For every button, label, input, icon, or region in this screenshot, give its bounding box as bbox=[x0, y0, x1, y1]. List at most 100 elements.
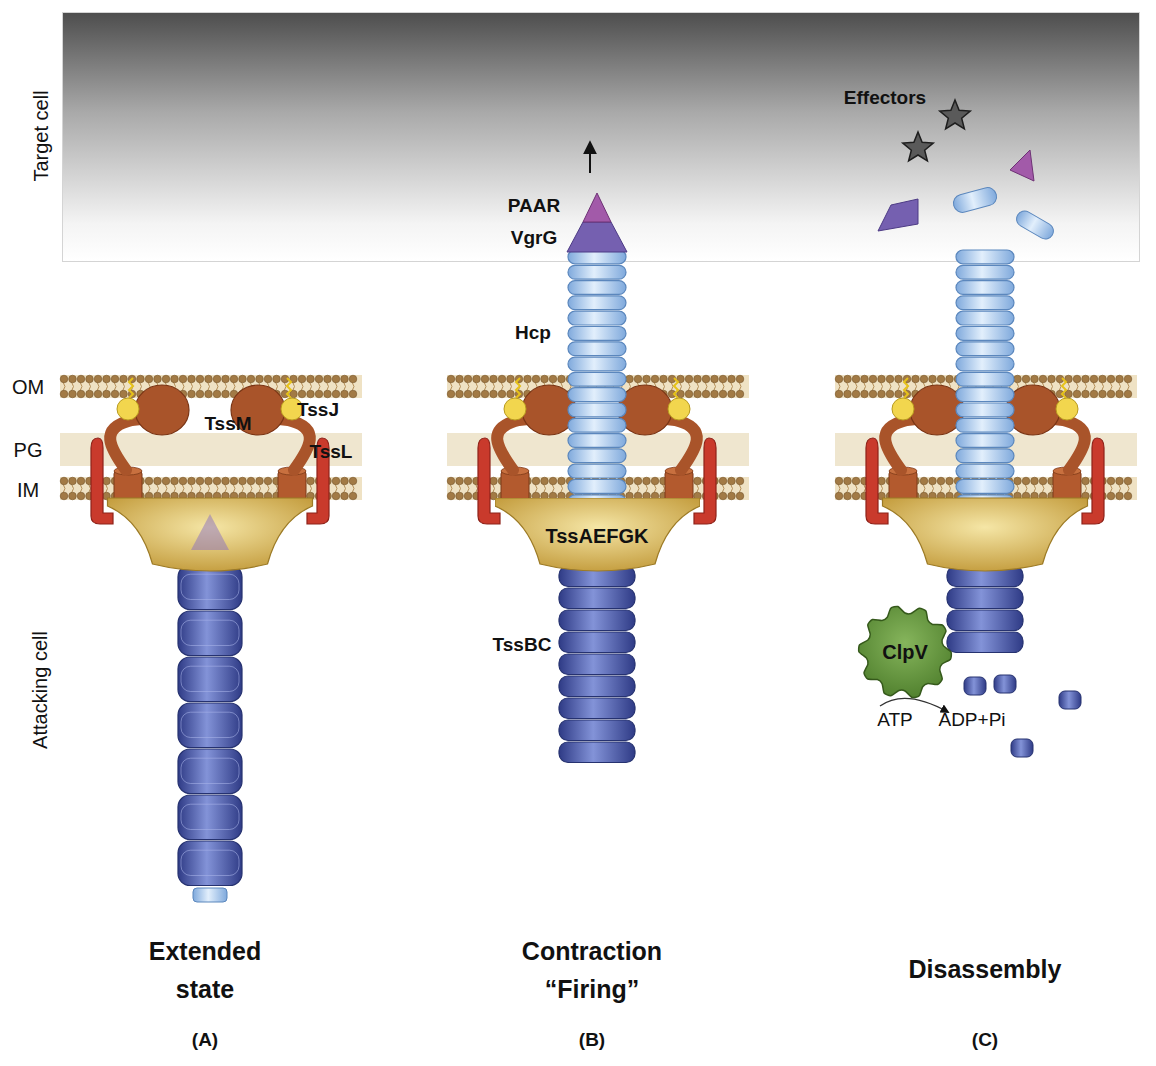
lipid-tail bbox=[629, 484, 631, 493]
lipid-head bbox=[937, 375, 945, 383]
lipid-head bbox=[852, 492, 860, 500]
hcp-ring bbox=[956, 434, 1014, 448]
lipid-tail bbox=[1110, 382, 1112, 391]
state-title: Extended state bbox=[135, 933, 275, 1008]
lipid-tail bbox=[352, 382, 354, 391]
molecule-label: ATP bbox=[877, 706, 913, 735]
lipid-tail bbox=[864, 484, 866, 493]
lipid-head bbox=[464, 390, 472, 398]
sheath-fragment bbox=[1011, 739, 1033, 757]
lipid-head bbox=[69, 375, 77, 383]
lipid-tail bbox=[552, 484, 554, 493]
lipid-head bbox=[498, 375, 506, 383]
hcp-ring bbox=[956, 480, 1014, 494]
lipid-head bbox=[264, 477, 272, 485]
lipid-head bbox=[728, 390, 736, 398]
lipid-head bbox=[1082, 477, 1090, 485]
lipid-tail bbox=[1076, 382, 1078, 391]
lipid-head bbox=[69, 492, 77, 500]
lipid-head bbox=[1116, 477, 1124, 485]
lipid-head bbox=[937, 477, 945, 485]
sheath-segment bbox=[559, 676, 635, 697]
layer-label: IM bbox=[17, 475, 39, 505]
hcp-ring bbox=[956, 327, 1014, 341]
hcp-ring bbox=[956, 403, 1014, 417]
lipid-head bbox=[307, 375, 315, 383]
protein-label: Effectors bbox=[844, 84, 926, 113]
lipid-head bbox=[120, 390, 128, 398]
lipid-tail bbox=[344, 382, 346, 391]
lipid-head bbox=[1073, 375, 1081, 383]
hcp-ring bbox=[956, 372, 1014, 386]
lipid-head bbox=[481, 375, 489, 383]
lipid-head bbox=[558, 375, 566, 383]
lipid-tail bbox=[722, 484, 724, 493]
sheath-segment-ring bbox=[181, 620, 239, 645]
sheath-segment-ring bbox=[181, 758, 239, 783]
lipid-head bbox=[213, 390, 221, 398]
lipid-tail bbox=[731, 382, 733, 391]
lipid-head bbox=[835, 492, 843, 500]
lipid-tail bbox=[637, 484, 639, 493]
lipid-tail bbox=[310, 382, 312, 391]
lipid-tail bbox=[259, 484, 261, 493]
lipid-tail bbox=[276, 484, 278, 493]
lipid-head bbox=[852, 375, 860, 383]
lipid-head bbox=[886, 390, 894, 398]
lipid-head bbox=[103, 477, 111, 485]
lipid-head bbox=[895, 375, 903, 383]
lipid-tail bbox=[898, 382, 900, 391]
hcp-cap bbox=[193, 888, 227, 902]
lipid-head bbox=[77, 492, 85, 500]
lipid-anchor bbox=[129, 378, 133, 398]
lipid-tail bbox=[157, 484, 159, 493]
lipid-tail bbox=[1119, 484, 1121, 493]
lipid-tail bbox=[233, 484, 235, 493]
lipid-tail bbox=[182, 484, 184, 493]
lipid-head bbox=[626, 375, 634, 383]
lipid-tail bbox=[510, 382, 512, 391]
lipid-head bbox=[643, 477, 651, 485]
lipid-head bbox=[86, 390, 94, 398]
lipid-head bbox=[1107, 390, 1115, 398]
lipid-tail bbox=[838, 484, 840, 493]
lipid-tail bbox=[663, 484, 665, 493]
lipid-tail bbox=[216, 382, 218, 391]
lipid-head bbox=[736, 375, 744, 383]
lipid-head bbox=[835, 390, 843, 398]
lipid-head bbox=[643, 375, 651, 383]
lipid-tail bbox=[1042, 484, 1044, 493]
lipid-head bbox=[324, 390, 332, 398]
lipid-head bbox=[549, 375, 557, 383]
lipid-tail bbox=[688, 382, 690, 391]
lipid-head bbox=[886, 375, 894, 383]
sheath-segment bbox=[178, 611, 242, 656]
lipid-head bbox=[507, 375, 515, 383]
lipid-head bbox=[464, 477, 472, 485]
lipid-head bbox=[256, 477, 264, 485]
lipid-head bbox=[349, 390, 357, 398]
lipid-tail bbox=[1102, 382, 1104, 391]
lipid-tail bbox=[199, 382, 201, 391]
lipid-head bbox=[264, 375, 272, 383]
lipid-head bbox=[861, 390, 869, 398]
lipid-head bbox=[1116, 375, 1124, 383]
lipid-tail bbox=[527, 382, 529, 391]
protein-label: TssL bbox=[310, 438, 353, 467]
lipid-head bbox=[273, 375, 281, 383]
lipid-head bbox=[341, 390, 349, 398]
lipid-head bbox=[878, 375, 886, 383]
lipid-tail bbox=[923, 484, 925, 493]
protein-label: VgrG bbox=[511, 224, 557, 253]
lipid-head bbox=[205, 390, 213, 398]
lipid-tail bbox=[450, 382, 452, 391]
lipid-head bbox=[1022, 375, 1030, 383]
lipid-tail bbox=[493, 484, 495, 493]
lipid-tail bbox=[1068, 382, 1070, 391]
protein-label: ClpV bbox=[857, 640, 953, 664]
bilayer-band bbox=[60, 375, 362, 398]
lipid-tail bbox=[484, 382, 486, 391]
lipid-head bbox=[1031, 375, 1039, 383]
lipid-tail bbox=[276, 382, 278, 391]
